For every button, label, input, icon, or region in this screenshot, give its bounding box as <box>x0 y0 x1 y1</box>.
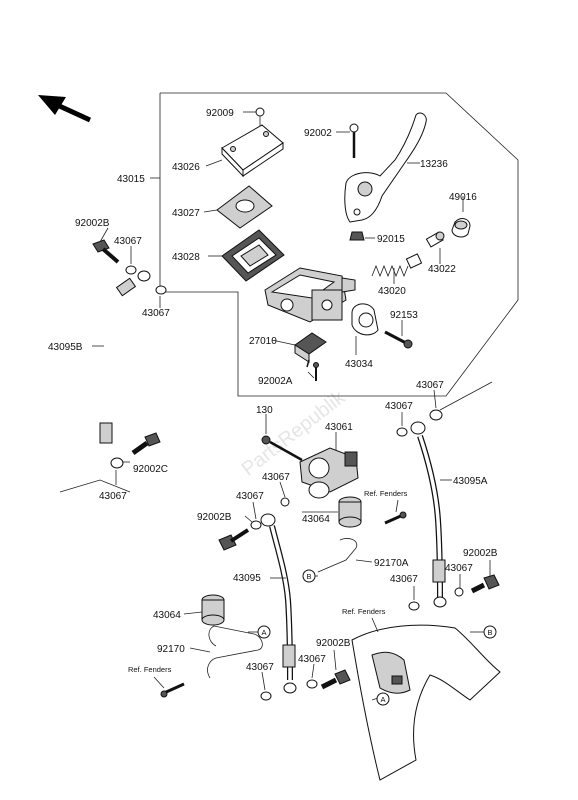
label-43067-j: 43067 <box>246 662 274 673</box>
hose-fitting-43095B-top <box>137 270 167 295</box>
reservoir-plate <box>216 185 273 229</box>
label-43020: 43020 <box>378 286 406 297</box>
label-43067-k: 43067 <box>298 654 326 665</box>
label-43067-f: 43067 <box>262 472 290 483</box>
ref-fenders-label-1: Ref. Fenders <box>364 489 408 498</box>
ref-fenders-label-2: Ref. Fenders <box>342 607 386 616</box>
bolt-130 <box>261 435 303 462</box>
hose-direction-line-left <box>59 479 131 493</box>
washer-43067-g <box>454 587 464 597</box>
label-92002B-mid: 92002B <box>197 512 232 523</box>
grommet-43064-b <box>201 594 225 626</box>
svg-text:A: A <box>381 695 386 704</box>
label-92002B-left: 92002B <box>75 218 110 229</box>
callout-a-left: A <box>257 625 271 639</box>
label-43067-c: 43067 <box>416 380 444 391</box>
brake-light-switch <box>294 332 327 368</box>
washer-43067-e <box>110 457 124 469</box>
hose-direction-line-right <box>439 381 493 411</box>
svg-text:B: B <box>488 628 493 637</box>
banjo-bolt-92002B-mid <box>218 528 250 551</box>
joint-43061 <box>299 447 359 499</box>
svg-text:A: A <box>262 628 267 637</box>
label-92015: 92015 <box>377 234 405 245</box>
brake-lever <box>344 112 427 223</box>
label-43061: 43061 <box>325 422 353 433</box>
reservoir-cap <box>221 124 284 178</box>
ref-fenders-label-3: Ref. Fenders <box>128 665 172 674</box>
label-43067-g: 43067 <box>445 563 473 574</box>
banjo-bolt-92002C <box>131 432 161 456</box>
label-130: 130 <box>256 405 273 416</box>
label-43067-a: 43067 <box>114 236 142 247</box>
handlebar-clamp <box>351 303 379 336</box>
label-43067-i: 43067 <box>390 574 418 585</box>
washer-43067-a <box>125 265 137 275</box>
lever-nut <box>349 231 365 241</box>
label-92170A: 92170A <box>374 558 409 569</box>
grommet-43064-a <box>338 496 362 528</box>
washer-43067-k <box>306 679 318 689</box>
clamp-bolt <box>384 330 413 349</box>
label-43064-a: 43064 <box>302 514 330 525</box>
master-cylinder-body <box>264 267 356 323</box>
callout-a-right: A <box>376 692 390 706</box>
label-43095: 43095 <box>233 573 261 584</box>
label-43067-d: 43067 <box>385 401 413 412</box>
front-direction-arrow-icon <box>38 95 92 123</box>
assembly-frame <box>159 92 519 397</box>
label-43034: 43034 <box>345 359 373 370</box>
label-92002B-bottom: 92002B <box>316 638 351 649</box>
label-43064-b: 43064 <box>153 610 181 621</box>
brake-hose-43095 <box>260 513 297 694</box>
piston-assembly <box>425 231 445 248</box>
brake-hose-43095A <box>410 421 447 608</box>
label-92153: 92153 <box>390 310 418 321</box>
label-43095B: 43095B <box>48 342 83 353</box>
washer-43067-i <box>408 601 420 611</box>
label-43067-b: 43067 <box>142 308 170 319</box>
label-27010: 27010 <box>249 336 277 347</box>
label-43015: 43015 <box>117 174 145 185</box>
washer-43067-c <box>429 409 443 421</box>
hose-clamp-92170 <box>207 625 263 679</box>
label-92170: 92170 <box>157 644 185 655</box>
banjo-bolt-92002B-bottom <box>320 669 351 690</box>
callout-b-right: B <box>483 625 497 639</box>
piston-boot <box>451 218 471 238</box>
label-13236: 13236 <box>420 159 448 170</box>
switch-screw <box>313 362 319 381</box>
label-92002C: 92002C <box>133 464 168 475</box>
reservoir-cap-screw <box>255 107 265 126</box>
washer-43067-h <box>250 520 262 530</box>
label-92002B-right: 92002B <box>463 548 498 559</box>
washer-43067-j <box>260 691 272 701</box>
piston-spring <box>371 253 423 278</box>
washer-43067-d <box>396 427 408 437</box>
fender-bolt-right <box>384 511 407 525</box>
svg-text:B: B <box>307 572 312 581</box>
callout-b-left: B <box>302 569 316 583</box>
hose-clamp-92170A <box>317 538 358 573</box>
fender-outline <box>351 624 501 781</box>
label-92002-top: 92002 <box>304 128 332 139</box>
label-92009: 92009 <box>206 108 234 119</box>
label-92002A: 92002A <box>258 376 293 387</box>
label-43028: 43028 <box>172 252 200 263</box>
label-43067-h: 43067 <box>236 491 264 502</box>
brake-hose-43095B <box>95 277 137 479</box>
fender-bolt-left <box>160 682 185 698</box>
banjo-bolt-92002B-right <box>470 574 500 594</box>
lever-pivot-bolt <box>349 123 359 158</box>
reservoir-diaphragm <box>221 229 285 282</box>
label-49016: 49016 <box>449 192 477 203</box>
label-43095A: 43095A <box>453 476 488 487</box>
washer-43067-f <box>280 497 290 507</box>
label-43026: 43026 <box>172 162 200 173</box>
label-43022: 43022 <box>428 264 456 275</box>
label-43027: 43027 <box>172 208 200 219</box>
label-43067-e: 43067 <box>99 491 127 502</box>
